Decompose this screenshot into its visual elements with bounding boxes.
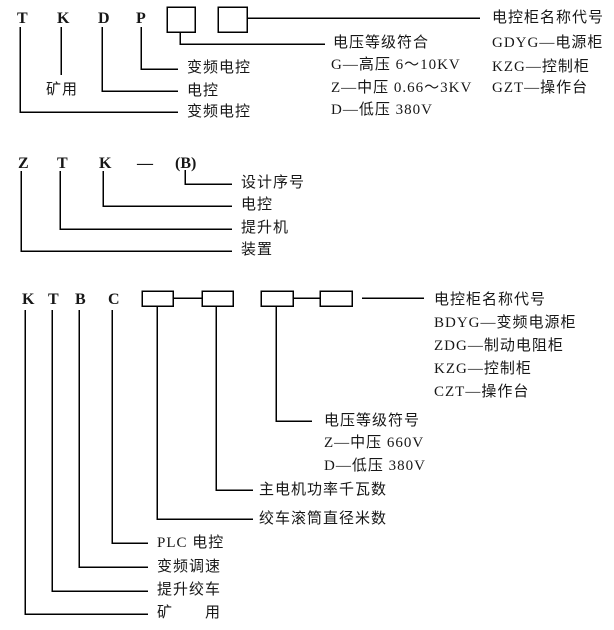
code-box-5 [260, 290, 294, 307]
s1-voltage-item: G—高压 6～10KV [331, 57, 461, 73]
s1-voltage-title: 电压等级符合 [333, 35, 430, 51]
code-box-2 [217, 6, 248, 33]
s3-letter-k: K [22, 291, 35, 308]
s3-voltage-item: D—低压 380V [324, 458, 426, 474]
code-box-3 [141, 290, 174, 307]
s3-cabinet-item: KZG—控制柜 [434, 361, 532, 377]
s3-cabinet-title: 电控柜名称代号 [434, 292, 547, 308]
s3-label-c: PLC 电控 [157, 535, 225, 551]
s2-letter-k: K [99, 155, 112, 172]
s1-letter-p: P [136, 10, 146, 27]
leader-box5-voltage [275, 306, 312, 422]
s3-letter-c: C [108, 291, 120, 308]
s3-cabinet-item: CZT—操作台 [434, 384, 530, 400]
code-box-4 [201, 290, 234, 307]
leader-letter-k2 [102, 171, 232, 207]
leader-box3-drum-diameter [156, 306, 253, 520]
s3-cabinet-item: BDYG—变频电源柜 [434, 315, 577, 331]
s1-label-p: 变频电控 [187, 60, 252, 76]
leader-letter-z2 [20, 171, 232, 252]
leader-box1-voltage [179, 32, 325, 45]
s1-letter-d: D [98, 10, 110, 27]
code-box-1 [166, 6, 196, 33]
s1-label-k: 矿用 [46, 82, 79, 98]
s3-cabinet-item: ZDG—制动电阻柜 [434, 338, 564, 354]
leader-letter-k3 [24, 310, 148, 615]
leader-box4-motor-power [215, 306, 253, 491]
code-box-6 [319, 290, 353, 307]
s2-letter-z: Z [18, 155, 29, 172]
s2-letter-b: (B) [175, 155, 197, 172]
leader-letter-b2 [184, 170, 232, 185]
s3-label-t: 提升绞车 [157, 582, 222, 598]
leader-letter-b3 [78, 310, 148, 568]
leader-letter-d [101, 27, 178, 92]
s2-label-z: 装置 [241, 242, 274, 258]
leader-letter-t3 [51, 310, 148, 592]
s1-label-t: 变频电控 [187, 104, 252, 120]
s1-cabinet-item: GDYG—电源柜 [492, 35, 604, 51]
s2-letter-t: T [57, 155, 68, 172]
s3-letter-b: B [75, 291, 86, 308]
s1-cabinet-item: KZG—控制柜 [492, 59, 590, 75]
leader-letter-t [19, 27, 178, 113]
s1-voltage-item: D—低压 380V [331, 102, 433, 118]
s3-label-b: 变频调速 [157, 559, 222, 575]
s1-cabinet-item: GZT—操作台 [492, 80, 589, 96]
s3-label-drum-diameter: 绞车滚筒直径米数 [259, 511, 388, 527]
s3-letter-t: T [48, 291, 59, 308]
s2-label-k: 电控 [241, 197, 274, 213]
leader-letter-t2 [59, 171, 232, 230]
s2-label-b: 设计序号 [241, 175, 306, 191]
s1-label-d: 电控 [187, 83, 220, 99]
s1-cabinet-title: 电控柜名称代号 [492, 10, 605, 26]
s1-letter-t: T [17, 10, 28, 27]
s1-voltage-item: Z—中压 0.66～3KV [331, 80, 473, 96]
s2-letter-dash: — [137, 155, 153, 172]
s3-label-k: 矿 用 [157, 605, 222, 621]
s3-voltage-item: Z—中压 660V [324, 435, 425, 451]
s1-letter-k: K [57, 10, 70, 27]
s2-label-t: 提升机 [241, 220, 290, 236]
leader-letter-p [140, 27, 178, 70]
leader-letter-c3 [111, 310, 148, 544]
s3-label-motor-power: 主电机功率千瓦数 [259, 482, 388, 498]
s3-voltage-title: 电压等级符号 [324, 413, 421, 429]
